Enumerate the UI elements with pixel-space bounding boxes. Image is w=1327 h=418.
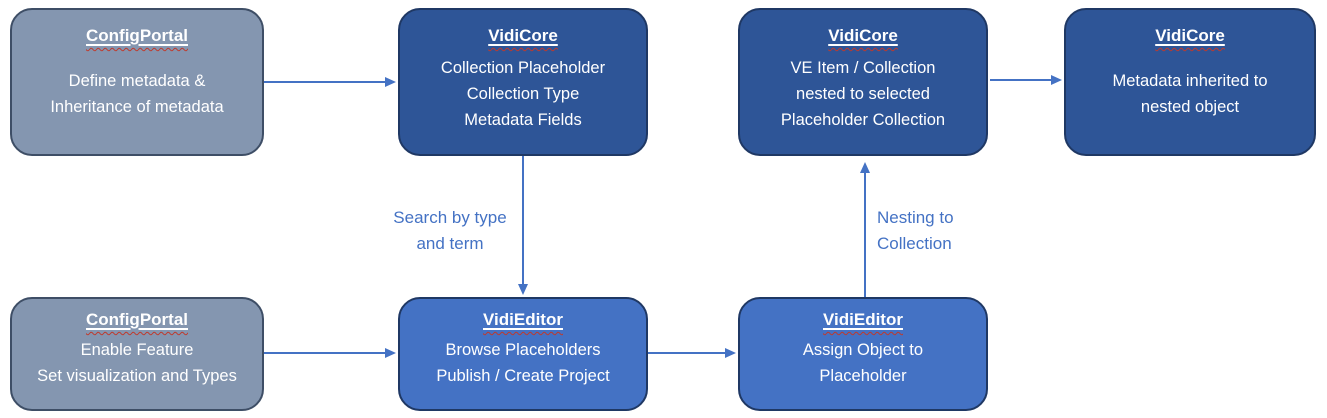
box-body-line: Placeholder Collection bbox=[780, 110, 946, 129]
box-vidieditor-assign-object: VidiEditor Assign Object to Placeholder bbox=[738, 297, 988, 411]
box-body: Define metadata & Inheritance of metadat… bbox=[50, 68, 223, 120]
box-body-line: Define metadata & bbox=[68, 71, 206, 90]
box-body-line: Placeholder bbox=[819, 367, 907, 385]
box-title: VidiEditor bbox=[483, 310, 563, 329]
arrow-vidieditor-to-vidieditor bbox=[648, 348, 736, 358]
arrow-vidicore-to-vidicore-inherit bbox=[990, 75, 1062, 85]
arrow-configportal-to-vidieditor bbox=[264, 348, 396, 358]
box-body: Assign Object to Placeholder bbox=[803, 337, 923, 389]
box-configportal-define-metadata: ConfigPortal Define metadata & Inheritan… bbox=[10, 8, 264, 156]
arrowhead-right-icon bbox=[385, 77, 396, 87]
box-body-line: Collection Placeholder bbox=[440, 58, 606, 77]
edge-label-line: Search by type bbox=[393, 208, 507, 227]
box-body-line: Collection Type bbox=[466, 84, 580, 103]
arrow-configportal-to-vidicore bbox=[264, 77, 396, 87]
box-body-line: Publish / Create Project bbox=[436, 367, 610, 385]
box-body: Metadata inherited to nested object bbox=[1112, 68, 1267, 120]
box-vidicore-metadata-inherited: VidiCore Metadata inherited to nested ob… bbox=[1064, 8, 1316, 156]
box-title: ConfigPortal bbox=[86, 26, 188, 45]
edge-label-line: Collection bbox=[877, 234, 952, 253]
box-title: VidiCore bbox=[1155, 26, 1225, 45]
box-body: VE Item / Collection nested to selected … bbox=[781, 55, 945, 133]
box-body-line: Inheritance of metadata bbox=[50, 97, 224, 116]
edge-label-nesting-to-collection: Nesting to Collection bbox=[877, 205, 997, 257]
box-body: Collection Placeholder Collection Type M… bbox=[441, 55, 605, 133]
arrowhead-right-icon bbox=[725, 348, 736, 358]
edge-label-line: and term bbox=[416, 234, 484, 253]
box-body-line: Metadata Fields bbox=[464, 110, 582, 129]
box-title: VidiCore bbox=[828, 26, 898, 45]
box-body-line: Assign Object to bbox=[802, 341, 924, 359]
arrowhead-right-icon bbox=[385, 348, 396, 358]
box-body-line: Enable Feature bbox=[80, 341, 194, 359]
arrowhead-up-icon bbox=[860, 162, 870, 173]
box-body-line: nested to selected bbox=[796, 84, 930, 103]
box-body-line: Metadata inherited to bbox=[1112, 71, 1268, 90]
box-vidicore-collection-placeholder: VidiCore Collection Placeholder Collecti… bbox=[398, 8, 648, 156]
box-vidieditor-browse-placeholders: VidiEditor Browse Placeholders Publish /… bbox=[398, 297, 648, 411]
arrow-search-by-type-down bbox=[518, 156, 528, 295]
arrowhead-right-icon bbox=[1051, 75, 1062, 85]
box-body-line: Set visualization and Types bbox=[37, 367, 237, 385]
box-title: VidiCore bbox=[488, 26, 558, 45]
edge-label-search-by-type: Search by type and term bbox=[385, 205, 515, 257]
box-title: VidiEditor bbox=[823, 310, 903, 329]
box-body: Browse Placeholders Publish / Create Pro… bbox=[436, 337, 609, 389]
box-body-line: nested object bbox=[1140, 97, 1240, 116]
arrow-nesting-to-collection-up bbox=[860, 162, 870, 297]
box-vidicore-nested-to-selected: VidiCore VE Item / Collection nested to … bbox=[738, 8, 988, 156]
box-body-line: VE Item / Collection bbox=[790, 58, 936, 77]
arrowhead-down-icon bbox=[518, 284, 528, 295]
edge-label-line: Nesting to bbox=[877, 208, 954, 227]
box-configportal-enable-feature: ConfigPortal Enable Feature Set visualiz… bbox=[10, 297, 264, 411]
box-body: Enable Feature Set visualization and Typ… bbox=[37, 337, 237, 389]
box-body-line: Browse Placeholders bbox=[445, 341, 601, 359]
box-title: ConfigPortal bbox=[86, 310, 188, 329]
